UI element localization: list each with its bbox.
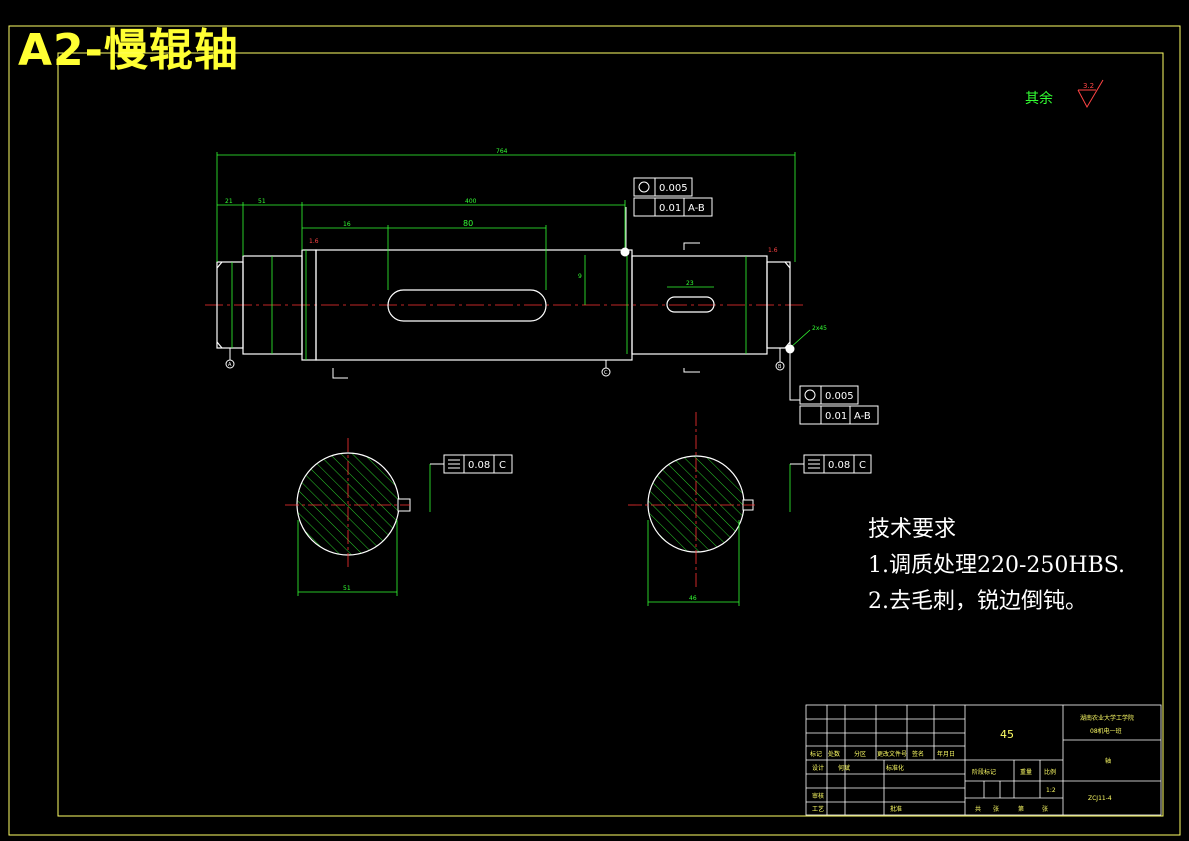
tol-section1-datum: C [499, 460, 506, 471]
title-block-row-design: 设计 [812, 764, 824, 772]
drawing-title: A2-慢辊轴 [18, 25, 239, 76]
tol-bottom-roundness: 0.005 [825, 391, 854, 402]
title-block-material: 45 [1000, 728, 1014, 741]
surface-mark-left: 1.6 [309, 238, 319, 245]
roughness-symbol [1077, 79, 1104, 109]
tech-item-2: 2.去毛刺，锐边倒钝。 [868, 589, 1087, 614]
dim-left-step: 21 [225, 198, 233, 205]
tech-requirements: 技术要求 1.调质处理220-250HBS. 2.去毛刺，锐边倒钝。 [868, 512, 1125, 620]
title-block-header-0: 标记 [810, 750, 822, 758]
title-block-row-process: 工艺 [812, 805, 824, 813]
dim-second-step: 51 [258, 198, 266, 205]
dim-middle-len: 400 [465, 198, 477, 205]
tol-top-datum: A-B [688, 203, 705, 214]
title-block-standard: 标准化 [886, 764, 904, 772]
tol-section2-value: 0.08 [828, 460, 850, 471]
title-block-school: 湖南农业大学工学院 [1080, 714, 1134, 722]
tol-section2-datum: C [859, 460, 866, 471]
tech-item-1: 1.调质处理220-250HBS. [868, 553, 1126, 578]
title-block-row-review: 审核 [812, 792, 824, 800]
inner-border [57, 52, 1164, 817]
dim-right-key-len: 23 [686, 280, 694, 287]
title-block-part: 轴 [1105, 757, 1111, 765]
title-block-header-4: 签名 [912, 750, 924, 758]
roughness-label: 其余 [1025, 90, 1053, 107]
title-block-sheets1: 张 [993, 805, 999, 813]
title-block-approve: 批准 [890, 805, 902, 813]
roughness-value: 3.2 [1083, 82, 1094, 90]
surface-mark-right: 1.6 [768, 247, 778, 254]
title-block-header-5: 年月日 [937, 750, 955, 758]
section-view-1 [285, 438, 444, 596]
title-block-sheets2: 张 [1042, 805, 1048, 813]
tol-top-runout: 0.01 [659, 203, 681, 214]
title-block-drawing-no: ZCJ11-4 [1088, 795, 1112, 802]
tolerance-frame-section1 [443, 454, 513, 474]
datum-c: C [604, 370, 608, 376]
title-block-signer: 何斌 [838, 764, 850, 772]
title-block-header-3: 更改文件号 [877, 750, 907, 758]
tolerance-frame-section2 [803, 454, 872, 474]
keyway-main [387, 289, 547, 322]
datum-b: B [778, 364, 782, 370]
tech-heading: 技术要求 [868, 517, 957, 542]
section-view-2 [628, 412, 804, 606]
title-block-header-2: 分区 [854, 750, 866, 758]
outer-border [8, 25, 1181, 836]
datum-a: A [228, 362, 232, 368]
title-block-scale: 1:2 [1046, 787, 1056, 794]
tol-bottom-datum: A-B [854, 411, 871, 422]
title-block [805, 704, 1162, 816]
dim-overall: 764 [496, 148, 508, 155]
dim-key-len: 80 [463, 219, 473, 228]
section2-width: 46 [689, 595, 697, 602]
tolerance-frame-bottom [785, 344, 879, 425]
title-block-stage-label: 阶段标记 [972, 768, 996, 776]
dimension-lines [216, 152, 811, 360]
section1-width: 51 [343, 585, 351, 592]
section-arrows [332, 242, 700, 379]
title-block-no: 第 [1018, 805, 1024, 813]
datum-markers [225, 348, 785, 377]
title-block-header-1: 处数 [828, 750, 840, 758]
dim-chamfer: 2x45 [812, 325, 827, 332]
keyway-right [666, 296, 715, 313]
dim-key-depth: 9 [578, 273, 582, 280]
title-block-total: 共 [975, 805, 981, 813]
tol-section1-value: 0.08 [468, 460, 490, 471]
tolerance-frame-top [620, 177, 713, 257]
title-block-class: 08机电一班 [1090, 727, 1122, 735]
tol-top-roundness: 0.005 [659, 183, 688, 194]
shaft-outline [216, 249, 791, 361]
title-block-weight-label: 重量 [1020, 768, 1032, 776]
dim-key-offset: 16 [343, 221, 351, 228]
title-block-scale-label: 比例 [1044, 768, 1056, 776]
tol-bottom-runout: 0.01 [825, 411, 847, 422]
